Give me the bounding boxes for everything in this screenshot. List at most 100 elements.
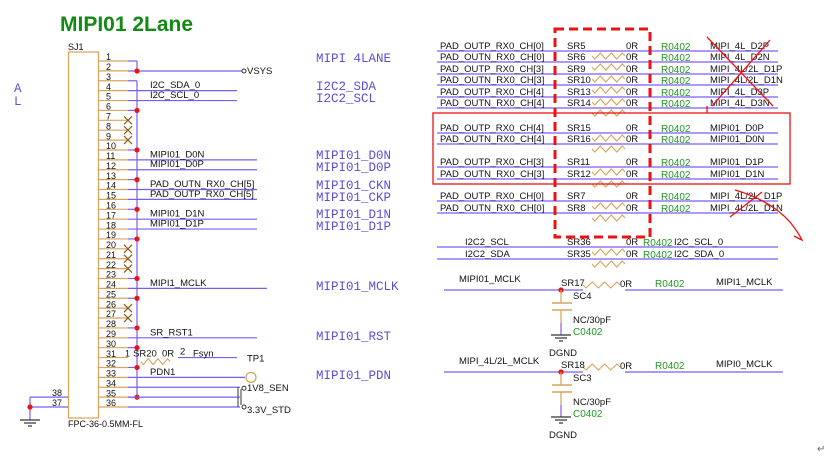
right-net-label: I2C_SDA_0 xyxy=(674,249,724,260)
junction-dot xyxy=(134,364,140,371)
resistor-ref: SR13 xyxy=(567,87,591,98)
right-net-label: MIPI_4L_D3N xyxy=(710,98,770,109)
resistor-value: 0R xyxy=(626,134,638,145)
net-label: MIPI01_D0N xyxy=(150,149,205,160)
resistor-package: R0402 xyxy=(643,250,673,261)
right-net-label: MIPI_4L/2L_D1N xyxy=(710,75,783,86)
pin-number: 1 xyxy=(106,52,111,62)
resistor-symbol xyxy=(591,202,626,210)
net-3v3-std: 3.3V_STD xyxy=(247,405,291,416)
resistor-symbol xyxy=(591,134,626,142)
pin-number: 12 xyxy=(106,161,116,171)
connector-footprint: FPC-36-0.5MM-FL xyxy=(68,419,143,429)
resistor-package: R0402 xyxy=(655,279,685,290)
pin-number: 15 xyxy=(106,191,116,201)
pin-number: 2 xyxy=(106,62,111,72)
junction-dot xyxy=(134,177,140,183)
capacitor-package: C0402 xyxy=(573,409,603,420)
left-net-label: MIPI01_MCLK xyxy=(459,274,521,285)
resistor-symbol xyxy=(591,248,626,256)
pin-number: 21 xyxy=(106,250,116,260)
right-net-label: MIPI1_MCLK xyxy=(716,277,773,288)
no-connect-mark xyxy=(123,313,133,323)
resistor-package: R0402 xyxy=(661,135,691,146)
pin-number: 23 xyxy=(106,270,116,280)
ground-label: DGND xyxy=(549,348,577,359)
sr20-resistor xyxy=(140,357,171,366)
side-label: A xyxy=(14,82,22,96)
resistor-symbol xyxy=(582,363,621,371)
net-label: I2C_SDA_0 xyxy=(150,80,200,91)
dashed-highlight-box xyxy=(553,27,652,239)
net-label: PAD_OUTP_RX0_CH[5] xyxy=(150,189,254,200)
junction-dot xyxy=(134,107,140,114)
resistor-package: R0402 xyxy=(643,238,673,249)
port-label: MIPI01_D1P xyxy=(316,220,391,234)
resistor-ref: SR10 xyxy=(567,75,591,86)
resistor-ref: SR35 xyxy=(567,249,591,260)
left-net-label: PAD_OUTN_RX0_CH[0] xyxy=(440,52,544,63)
pin-number: 17 xyxy=(106,210,116,220)
strike-mark xyxy=(706,36,774,107)
resistor-ref: SR16 xyxy=(567,134,591,145)
pin-number: 32 xyxy=(106,359,116,369)
no-connect-mark xyxy=(123,244,133,254)
pin-number: 9 xyxy=(106,131,111,141)
sr20-net: Fsyn xyxy=(193,349,214,360)
port-label: MIPI01_RST xyxy=(316,330,392,344)
net-label: PAD_OUTN_RX0_CH[5] xyxy=(150,179,254,190)
strike-mark xyxy=(711,39,771,107)
net-label: MIPI01_D1P xyxy=(150,219,204,230)
resistor-symbol xyxy=(591,98,626,106)
connector-ref: SJ1 xyxy=(68,42,84,52)
resistor-ref: SR7 xyxy=(567,191,585,202)
port-label: MIPI01_D0P xyxy=(316,161,391,175)
ground-label: DGND xyxy=(549,430,577,441)
resistor-symbol xyxy=(591,75,626,83)
left-net-label: PAD_OUTP_RX0_CH[4] xyxy=(440,123,544,134)
junction-dot xyxy=(27,404,33,410)
pin-number: 35 xyxy=(106,388,116,398)
resistor-symbol xyxy=(591,260,626,268)
junction-dot xyxy=(134,68,140,74)
power-port-icon xyxy=(241,68,247,74)
port-label: MIPI01_D0N xyxy=(316,149,391,163)
pin-number: 31 xyxy=(106,349,116,359)
pin-number: 18 xyxy=(106,220,116,230)
pin-number: 19 xyxy=(106,230,116,240)
resistor-symbol xyxy=(591,52,626,60)
strike-arrow xyxy=(734,189,804,242)
pin-number: 30 xyxy=(106,339,116,349)
capacitor-package: C0402 xyxy=(573,327,603,338)
right-net-label: MIPI01_D1N xyxy=(710,169,765,180)
pin-number: 13 xyxy=(106,171,116,181)
resistor-symbol xyxy=(591,63,626,71)
net-label: PDN1 xyxy=(150,367,175,378)
left-net-label: I2C2_SCL xyxy=(465,237,509,248)
right-net-label: MIPI_4L_D2P xyxy=(710,41,769,52)
junction-dot xyxy=(134,147,140,153)
resistor-value: 0R xyxy=(620,361,632,372)
junction-dot xyxy=(134,295,140,301)
pdn-port-icon xyxy=(245,371,257,384)
left-net-label: PAD_OUTP_RX0_CH[0] xyxy=(440,191,544,202)
junction-dot xyxy=(134,275,140,282)
resistor-symbol xyxy=(591,86,626,94)
port-label: MIPI01_CKN xyxy=(316,179,391,193)
pin-number: 28 xyxy=(106,319,116,329)
resistor-package: R0402 xyxy=(661,158,691,169)
resistor-ref: SR8 xyxy=(567,203,585,214)
side-label: L xyxy=(14,95,22,109)
pin-number: 8 xyxy=(106,121,111,131)
resistor-package: R0402 xyxy=(661,76,691,87)
strike-mark xyxy=(729,191,763,218)
resistor-package: R0402 xyxy=(655,361,685,372)
left-net-label: MIPI_4L/2L_MCLK xyxy=(459,356,540,367)
resistor-ref: SR12 xyxy=(567,169,591,180)
pin-number: 3 xyxy=(106,72,111,82)
net-1v8-sen: 1V8_SEN xyxy=(247,383,289,394)
sr20-value: 0R xyxy=(162,349,174,360)
pin-number: 14 xyxy=(106,181,116,191)
right-net-label: MIPI0_MCLK xyxy=(716,359,773,370)
right-net-label: MIPI_4L_D2N xyxy=(710,52,770,63)
